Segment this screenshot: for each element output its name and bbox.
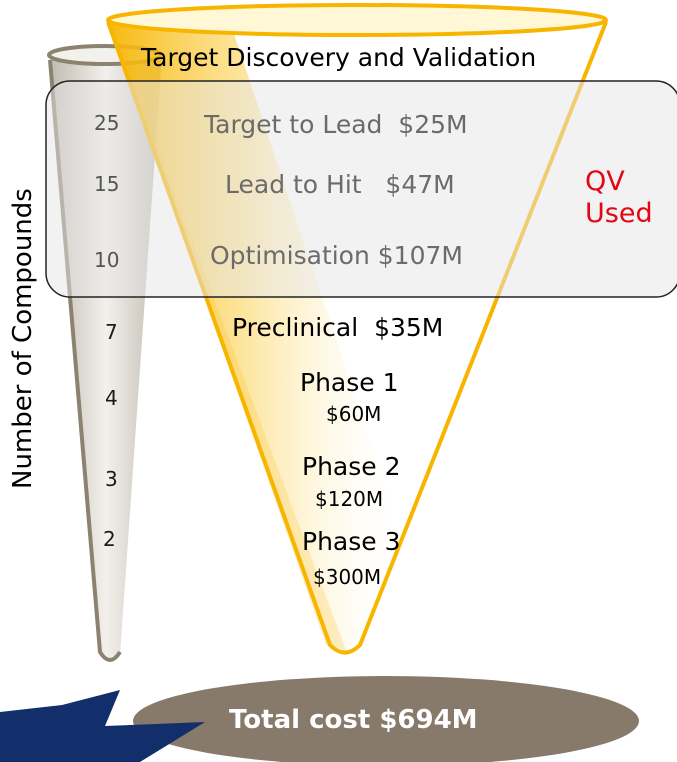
count-phase-2: 3 — [105, 467, 118, 491]
stage-lead-to-hit: Lead to Hit $47M — [225, 170, 455, 199]
stage-phase-3: Phase 3 — [302, 527, 401, 556]
count-preclinical: 7 — [105, 320, 118, 344]
stage-optimisation: Optimisation $107M — [210, 241, 463, 270]
stage-phase-2: Phase 2 — [302, 452, 401, 481]
count-target-to-lead: 25 — [94, 111, 120, 135]
stage-preclinical: Preclinical $35M — [232, 313, 444, 342]
cost-phase-1: $60M — [326, 402, 382, 426]
qv-label: QV Used — [585, 166, 653, 231]
stage-target-discovery: Target Discovery and Validation — [141, 43, 537, 72]
count-phase-3: 2 — [103, 527, 116, 551]
qv-label-line1: QV — [585, 166, 625, 197]
starburst-shape — [0, 690, 205, 762]
qv-used-box — [45, 80, 677, 298]
count-lead-to-hit: 15 — [94, 172, 120, 196]
total-cost-label: Total cost $694M — [229, 705, 478, 735]
cost-phase-3: $300M — [313, 565, 382, 589]
stage-target-to-lead: Target to Lead $25M — [204, 110, 468, 139]
count-phase-1: 4 — [105, 386, 118, 410]
stage-phase-1: Phase 1 — [300, 368, 399, 397]
qv-label-line2: Used — [585, 198, 653, 230]
cost-phase-2: $120M — [315, 487, 384, 511]
count-optimisation: 10 — [94, 248, 120, 272]
total-cost-ellipse — [133, 676, 639, 762]
axis-label-compounds: Number of Compounds — [8, 188, 38, 489]
